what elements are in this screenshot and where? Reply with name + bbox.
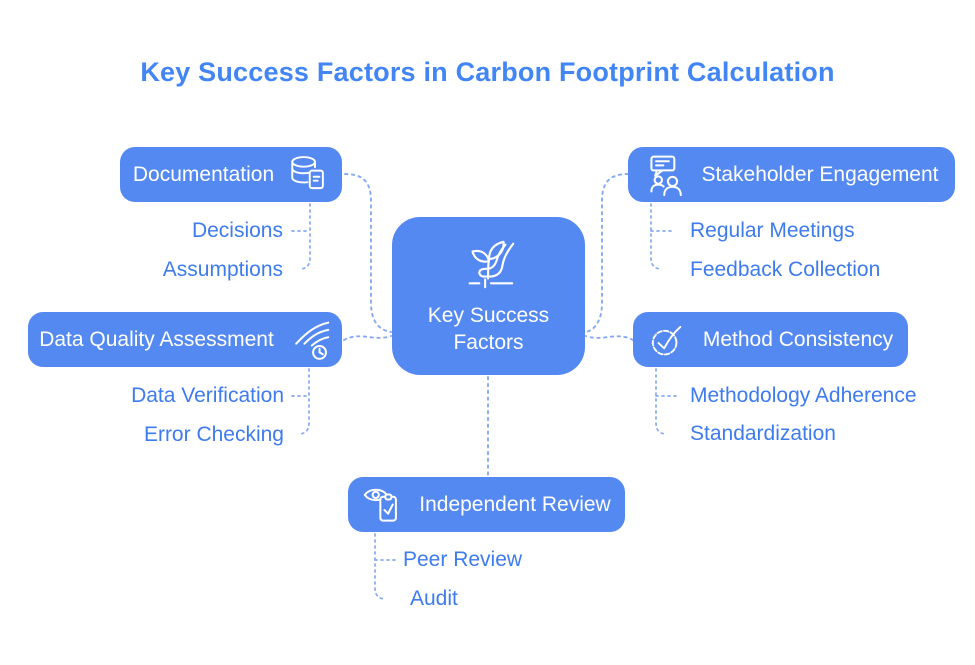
child-label-methodology-adherence: Methodology Adherence (690, 384, 917, 407)
branch-node-stakeholder-engagement: Stakeholder Engagement (628, 147, 955, 202)
child-label-regular-meetings: Regular Meetings (690, 219, 855, 242)
database-document-icon (287, 154, 329, 196)
branch-node-label: Documentation (132, 162, 275, 186)
branch-node-label: Method Consistency (702, 327, 894, 351)
child-label-feedback-collection: Feedback Collection (690, 258, 881, 281)
branch-node-label: Stakeholder Engagement (701, 162, 939, 186)
speed-lines-clock-icon (287, 318, 331, 362)
connector-stakeholder-children (650, 203, 663, 270)
child-label-audit: Audit (410, 587, 458, 610)
connector-documentation-center (344, 173, 392, 333)
connector-dqa-children (297, 368, 310, 435)
branch-node-data-quality-assessment: Data Quality Assessment (28, 312, 342, 367)
connector-method-center (585, 335, 634, 341)
connector-method-children (655, 368, 668, 435)
eye-clipboard-check-icon (362, 483, 406, 527)
branch-node-label: Independent Review (419, 492, 611, 516)
child-label-decisions: Decisions (191, 219, 283, 242)
branch-node-method-consistency: Method Consistency (633, 312, 908, 367)
branch-node-independent-review: Independent Review (348, 477, 625, 532)
child-label-standardization: Standardization (690, 422, 836, 445)
central-node-label: Key Success Factors (427, 304, 550, 354)
certified-badge-check-icon (648, 319, 690, 361)
branch-node-label: Data Quality Assessment (39, 327, 274, 351)
branch-node-documentation: Documentation (120, 147, 342, 202)
child-label-assumptions: Assumptions (162, 258, 283, 281)
connector-stakeholder-center (585, 173, 629, 333)
discussion-people-icon (645, 153, 689, 197)
child-label-error-checking: Error Checking (143, 423, 284, 446)
carbon-footprint-sprout-icon (458, 236, 520, 294)
central-node-key-success-factors: Key Success Factors (392, 217, 585, 375)
child-label-peer-review: Peer Review (403, 548, 523, 571)
diagram-title: Key Success Factors in Carbon Footprint … (140, 57, 835, 87)
connector-documentation-children (298, 203, 311, 270)
connector-review-children (374, 533, 387, 600)
child-label-data-verification: Data Verification (131, 384, 284, 407)
connector-dqa-center (343, 335, 392, 341)
